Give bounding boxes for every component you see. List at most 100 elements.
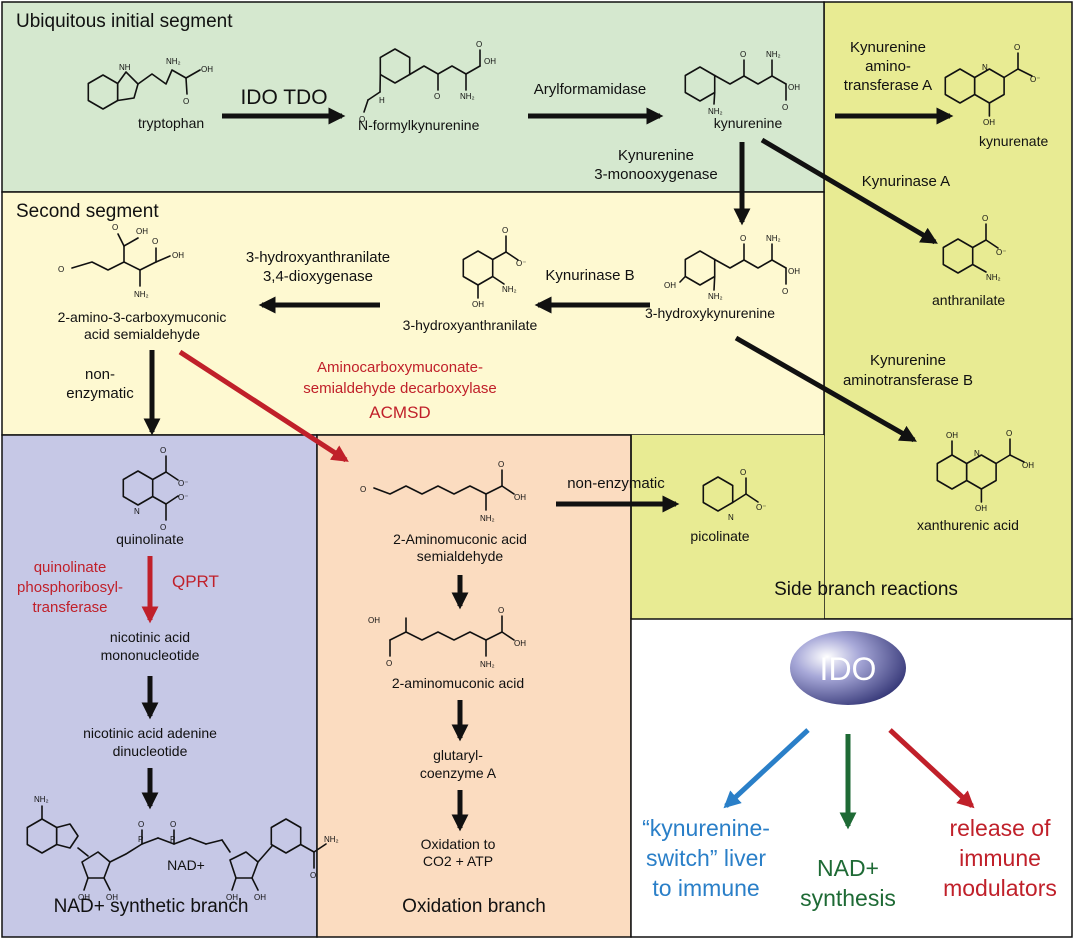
svg-text:NH₂: NH₂ [34, 795, 49, 804]
svg-text:NH₂: NH₂ [766, 50, 781, 59]
svg-text:OH: OH [788, 267, 800, 276]
ido-effect-kynurenine-switch-l3: to immune [652, 875, 759, 901]
enzymatic-red-arrows [141, 349, 349, 624]
svg-text:O: O [740, 50, 746, 59]
svg-text:OH: OH [106, 893, 118, 902]
nonenzymatic-label-line1: non- [85, 366, 115, 383]
svg-text:OH: OH [664, 281, 676, 290]
anthranilate-label: anthranilate [932, 292, 1005, 308]
svg-text:OH: OH [983, 118, 995, 127]
svg-text:NH₂: NH₂ [166, 57, 181, 66]
svg-text:N: N [982, 63, 988, 72]
ido-arrow-red [888, 728, 975, 809]
second-segment-panel [1, 191, 825, 436]
enzyme-qprt-line2: phosphoribosyl- [17, 579, 123, 596]
svg-text:OH: OH [514, 493, 526, 502]
ido-oval: IDO [790, 631, 906, 705]
hydroxyanthranilate-label: 3-hydroxyanthranilate [403, 317, 538, 333]
svg-text:OH: OH [368, 616, 380, 625]
ido-oval-label: IDO [820, 651, 877, 687]
svg-text:NH₂: NH₂ [324, 835, 339, 844]
picolinate-structure: O O⁻ N [702, 468, 766, 522]
svg-text:O⁻: O⁻ [996, 248, 1006, 257]
svg-text:OH: OH [226, 893, 238, 902]
enzyme-kynurinase-a: Kynurinase A [862, 173, 950, 190]
nad-branch-panel [1, 434, 318, 938]
svg-text:O: O [183, 97, 189, 106]
hydroxyanthranilate-structure: O O⁻ NH₂ OH [462, 226, 526, 309]
svg-text:O: O [359, 115, 365, 124]
oxidation-label-line1: Oxidation to [421, 836, 496, 852]
hydroxykynurenine-label: 3-hydroxykynurenine [645, 305, 775, 321]
svg-text:O: O [502, 226, 508, 235]
enzyme-kat-b-line1: Kynurenine [870, 352, 946, 369]
acms-structure: O OH O OH O NH₂ [58, 223, 184, 299]
svg-text:NH₂: NH₂ [502, 285, 517, 294]
svg-text:O: O [782, 103, 788, 112]
glutaryl-label-line2: coenzyme A [420, 765, 497, 781]
svg-text:NH₂: NH₂ [766, 234, 781, 243]
svg-text:OH: OH [1022, 461, 1034, 470]
svg-text:O: O [740, 468, 746, 477]
tryptophan-structure: NH NH₂ OH O [87, 57, 213, 110]
svg-text:OH: OH [136, 227, 148, 236]
svg-text:O: O [386, 659, 392, 668]
svg-text:O⁻: O⁻ [178, 479, 188, 488]
svg-text:O: O [740, 234, 746, 243]
quinolinate-label: quinolinate [116, 531, 184, 547]
ido-effect-kynurenine-switch-l2: switch” liver [646, 845, 766, 871]
oxidation-branch-title: Oxidation branch [402, 896, 546, 917]
svg-text:N: N [974, 449, 980, 458]
hydroxykynurenine-structure: OH NH₂ O NH₂ OH O [664, 234, 800, 301]
svg-text:N: N [728, 513, 734, 522]
svg-text:NH₂: NH₂ [986, 273, 1001, 282]
svg-text:O: O [434, 92, 440, 101]
n-formylkynurenine-label: N-formylkynurenine [358, 117, 480, 133]
svg-text:NH₂: NH₂ [134, 290, 149, 299]
acms-label-line1: 2-amino-3-carboxymuconic [58, 309, 227, 325]
arrow-kyn-to-anthranilate [760, 137, 938, 245]
svg-text:O: O [360, 485, 366, 494]
naad-label-line2: dinucleotide [113, 743, 188, 759]
enzyme-qprt-line3: transferase [32, 599, 107, 616]
xanthurenic-acid-structure: N OH O OH OH [936, 429, 1034, 513]
enzyme-acmsd-line1: Aminocarboxymuconate- [317, 359, 483, 376]
nad-structure: NH₂ O O P P NH₂ O OH OH OH OH [26, 795, 339, 902]
tryptophan-label: tryptophan [138, 115, 204, 131]
kynurenine-structure: NH₂ O NH₂ OH O [684, 50, 800, 116]
svg-text:O: O [782, 287, 788, 296]
ido-arrow-blue [723, 728, 810, 809]
xanthurenic-acid-label: xanthurenic acid [917, 517, 1019, 533]
svg-text:O: O [498, 460, 504, 469]
ido-effect-immune-modulators-l2: immune [959, 845, 1041, 871]
svg-text:OH: OH [484, 57, 496, 66]
acms-label-line2: acid semialdehyde [84, 326, 200, 342]
enzyme-kynurinase-b: Kynurinase B [545, 267, 634, 284]
arrow-acms-to-ams [178, 349, 349, 463]
side-branch-panel [823, 1, 1073, 620]
second-segment-title: Second segment [16, 201, 159, 222]
nad-branch-title: NAD+ synthetic branch [54, 896, 249, 917]
picolinate-label: picolinate [690, 528, 749, 544]
enzyme-haao-line1: 3-hydroxyanthranilate [246, 249, 390, 266]
enzyme-acmsd-line2: semialdehyde decarboxylase [303, 380, 496, 397]
nad-label: NAD+ [167, 857, 205, 873]
svg-text:O⁻: O⁻ [178, 493, 188, 502]
svg-text:P: P [170, 835, 175, 844]
svg-text:OH: OH [254, 893, 266, 902]
ido-effect-immune-modulators-l3: modulators [943, 875, 1057, 901]
svg-text:OH: OH [172, 251, 184, 260]
svg-text:O: O [152, 237, 158, 246]
ido-effect-nad-synthesis-l1: NAD+ [817, 855, 879, 881]
svg-text:NH₂: NH₂ [708, 107, 723, 116]
enzyme-ido-tdo: IDO TDO [240, 86, 327, 109]
svg-text:O: O [58, 265, 64, 274]
side-branch-title: Side branch reactions [774, 579, 958, 600]
svg-text:NH₂: NH₂ [708, 292, 723, 301]
svg-text:OH: OH [201, 65, 213, 74]
kynurenine-label: kynurenine [714, 115, 783, 131]
kynurenate-structure: N O⁻ O OH [944, 43, 1040, 127]
svg-text:OH: OH [946, 431, 958, 440]
n-formylkynurenine-structure: H O O NH₂ OH O [359, 40, 496, 124]
